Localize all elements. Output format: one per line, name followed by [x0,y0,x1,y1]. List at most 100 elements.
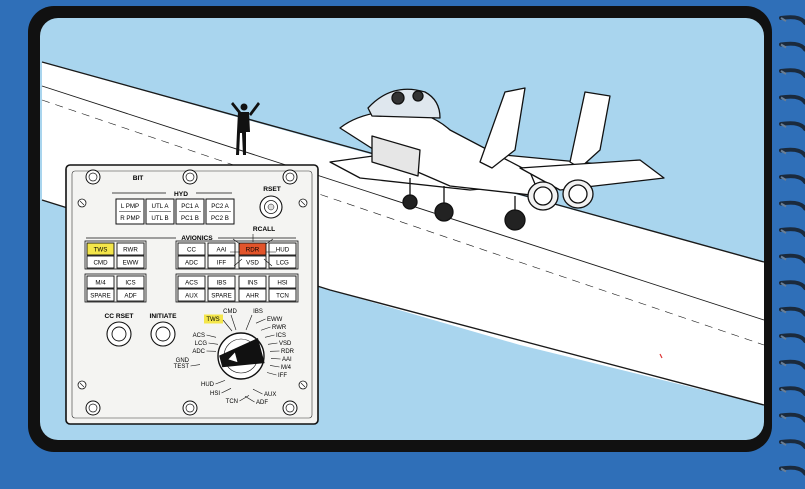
bit-selector-knob[interactable] [217,332,265,380]
screw-icon [85,169,101,185]
rdr-flash-rays [230,234,276,267]
spiral-ring-icon [779,68,805,78]
selector-label-right: ICS [276,333,286,339]
cc-rset-label: CC RSET [105,313,134,320]
selector-label-left: ADC [192,349,205,355]
spiral-ring-icon [779,174,805,184]
avionics-button-label: SPARE [90,293,111,300]
avionics-button-lcg[interactable]: LCG [268,255,297,269]
avionics-button-cmd[interactable]: CMD [86,255,115,269]
button-group-frame [84,273,147,303]
spiral-ring-icon [779,200,805,211]
avionics-button-label: EWW [123,260,139,267]
avionics-button-aux[interactable]: AUX [177,288,206,302]
avionics-button-ahr[interactable]: AHR [238,288,267,302]
red-mark [659,353,663,359]
hyd-button[interactable]: L PMP R PMP [115,198,145,225]
avionics-button-ics[interactable]: ICS [116,275,145,289]
hyd-button-bottom-label: PC2 B [211,215,229,222]
avionics-button-label: INS [247,280,257,287]
avionics-button-label: IBS [217,280,227,287]
spiral-ring-icon [779,280,805,290]
screw-icon [182,400,198,416]
selector-label-right: EWW [267,317,283,323]
hyd-button-bottom-label: PC1 B [181,215,199,222]
avionics-button-label: AHR [246,293,260,300]
selector-label-right: AAI [282,357,292,363]
avionics-button-spare[interactable]: SPARE [86,288,115,302]
avionics-button-label: TCN [276,293,289,300]
avionics-button-vsd[interactable]: VSD [238,255,267,269]
avionics-button-aai[interactable]: AAI [207,242,236,256]
small-screw-icon [298,380,308,390]
avionics-button-label: VSD [246,260,259,267]
avionics-button-cc[interactable]: CC [177,242,206,256]
avionics-button-ibs[interactable]: IBS [207,275,236,289]
hyd-button-top-label: PC2 A [211,203,229,210]
panel-title: BIT [133,175,144,182]
avionics-button-adc[interactable]: ADC [177,255,206,269]
avionics-button-label: CC [187,247,196,254]
avionics-button-rdr[interactable]: RDR [238,242,267,256]
avionics-button-hsi[interactable]: HSI [268,275,297,289]
spiral-ring-icon [779,465,805,476]
avionics-button-acs[interactable]: ACS [177,275,206,289]
avionics-button-ins[interactable]: INS [238,275,267,289]
spiral-ring-icon [779,253,805,264]
avionics-button-label: ICS [125,280,135,287]
spiral-ring-icon [779,386,805,396]
avionics-button-label: CMD [93,260,108,267]
avionics-button-hud[interactable]: HUD [268,242,297,256]
button-group-frame [175,240,299,270]
hyd-button-bottom-label: R PMP [120,215,140,222]
avionics-button-tws[interactable]: TWS [86,242,115,256]
selector-label-left: TCN [226,399,238,405]
spiral-ring-icon [779,359,805,370]
rset-button[interactable] [259,195,283,219]
selector-label-right: VSD [279,341,292,347]
selector-position-labels: ACSLCGADCGNDTESTHUDHSITCNCMDTWSIBSEWWRWR… [174,309,295,406]
selector-highlight [204,314,223,324]
selector-label-right: IFF [278,373,287,379]
selector-label-top: TWS [206,317,219,323]
selector-label-left: ACS [193,333,205,339]
selector-label-top: IBS [253,309,263,315]
selector-label-left: HUD [201,382,215,388]
selector-label-top: CMD [223,309,237,315]
avionics-button-m4[interactable]: M/4 [86,275,115,289]
avionics-button-rwr[interactable]: RWR [116,242,145,256]
spiral-ring-icon [779,306,805,317]
hyd-label: HYD [174,191,188,198]
avionics-button-label: HUD [276,247,290,254]
hyd-button[interactable]: PC2 A PC2 B [205,198,235,225]
cc-rset-button[interactable] [106,321,132,347]
selector-label-left: GND [176,358,190,364]
avionics-button-adf[interactable]: ADF [116,288,145,302]
initiate-button[interactable] [150,321,176,347]
selector-label-left: HSI [210,391,220,397]
avionics-button-label: AAI [217,247,227,254]
avionics-button-iff[interactable]: IFF [207,255,236,269]
screw-icon [85,400,101,416]
avionics-button-tcn[interactable]: TCN [268,288,297,302]
spiral-binding [779,15,805,476]
spiral-ring-icon [779,41,805,52]
avionics-button-eww[interactable]: EWW [116,255,145,269]
jet-illustration [329,87,665,231]
selector-label-left: LCG [195,341,208,347]
hyd-button-bottom-label: UTL B [151,215,168,222]
avionics-button-label: ACS [185,280,198,287]
button-group-frame [175,273,299,303]
spiral-ring-icon [779,439,805,449]
hyd-button-top-label: L PMP [121,203,139,210]
screw-icon [282,169,298,185]
avionics-button-spare[interactable]: SPARE [207,288,236,302]
carrier-deck [42,62,764,405]
button-group-frame [84,240,147,270]
avionics-button-label: IFF [217,260,226,267]
